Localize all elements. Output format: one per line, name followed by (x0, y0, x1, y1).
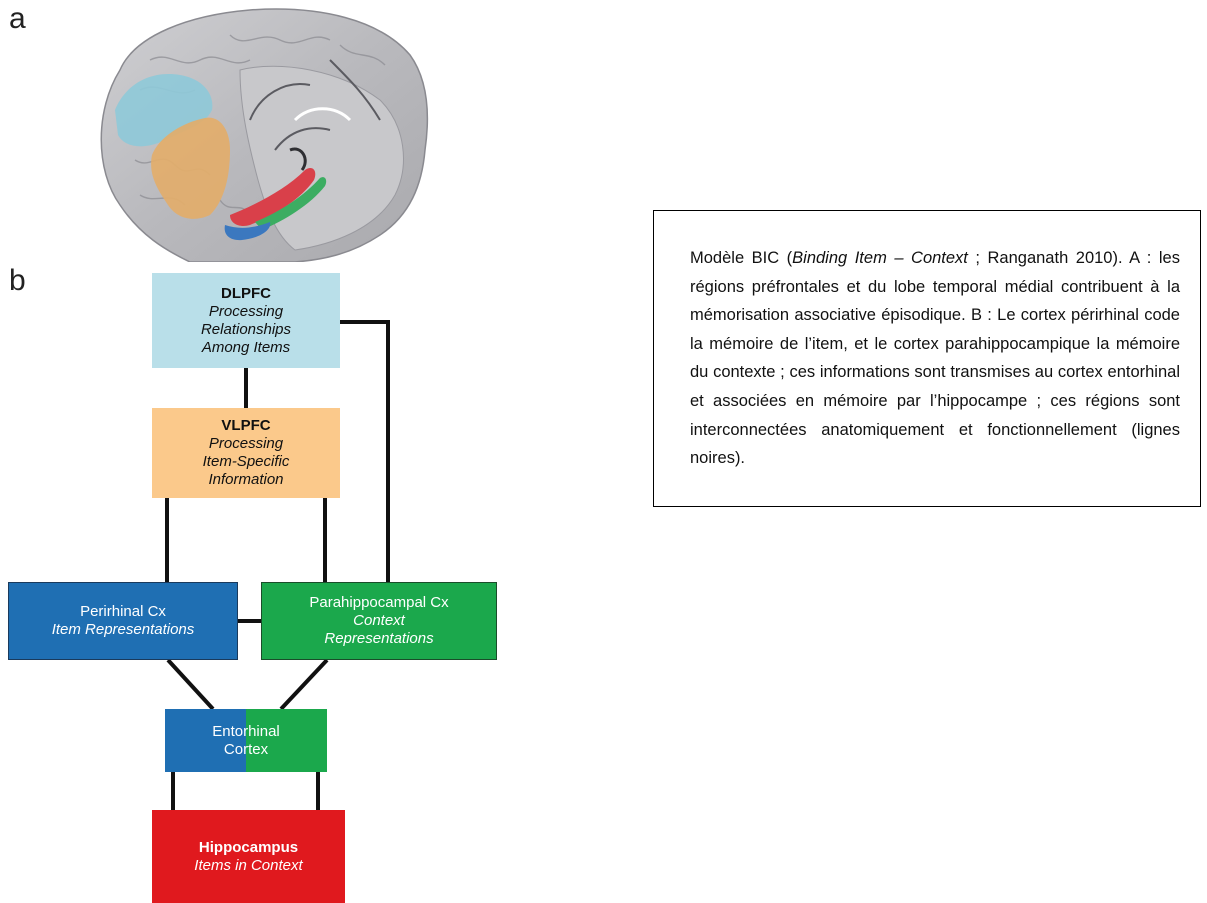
edge-perirhinal-entorhinal (166, 658, 215, 711)
node-vlpfc-line: Processing (208, 435, 284, 452)
node-vlpfc: VLPFC Processing Item-Specific Informati… (152, 408, 340, 498)
caption-segment: ; Ranganath 2010). A : les régions préfr… (690, 249, 1180, 468)
node-parahippocampal: Parahippocampal Cx Context Representatio… (261, 582, 497, 660)
edge-parahippocampal-entorhinal (279, 658, 329, 711)
node-vlpfc-title: VLPFC (221, 417, 271, 434)
node-dlpfc-line: Among Items (201, 338, 291, 356)
node-dlpfc: DLPFC Processing Relationships Among Ite… (152, 273, 340, 368)
node-hippocampus: Hippocampus Items in Context (152, 810, 345, 903)
node-hippocampus-title: Hippocampus (198, 838, 299, 856)
node-vlpfc-line: Item-Specific (202, 453, 290, 470)
node-dlpfc-title: DLPFC (221, 284, 271, 302)
parahippocampal-region (255, 177, 327, 230)
panel-label-b: b (9, 264, 26, 297)
edge-dlpfc-parahippocampal (340, 320, 390, 582)
perirhinal-region (224, 222, 271, 241)
node-entorhinal-title: Entorhinal (212, 722, 280, 740)
node-dlpfc-line: Processing (208, 302, 284, 320)
caption-segment: Modèle BIC ( (690, 249, 793, 267)
panel-label-a: a (9, 2, 26, 35)
caption-box: Modèle BIC (Binding Item – Context ; Ran… (653, 210, 1201, 507)
node-entorhinal: Entorhinal Cortex (165, 709, 327, 772)
caption-text: Modèle BIC (Binding Item – Context ; Ran… (690, 244, 1180, 473)
node-perirhinal-line: Item Representations (51, 621, 195, 638)
brain-illustration (100, 8, 429, 262)
node-parahippocampal-title: Parahippocampal Cx (309, 594, 449, 611)
node-vlpfc-line: Information (208, 471, 284, 488)
node-parahippocampal-line: Context (353, 612, 405, 629)
node-perirhinal-title: Perirhinal Cx (80, 603, 166, 620)
node-parahippocampal-line: Representations (324, 630, 434, 647)
node-dlpfc-line: Relationships (200, 320, 292, 338)
node-hippocampus-line: Items in Context (194, 856, 303, 874)
node-perirhinal: Perirhinal Cx Item Representations (8, 582, 238, 660)
vlpfc-region (151, 117, 230, 219)
node-entorhinal-title: Cortex (223, 740, 269, 758)
caption-segment: Binding Item – Context (792, 249, 968, 267)
hippocampus-region (230, 168, 316, 226)
